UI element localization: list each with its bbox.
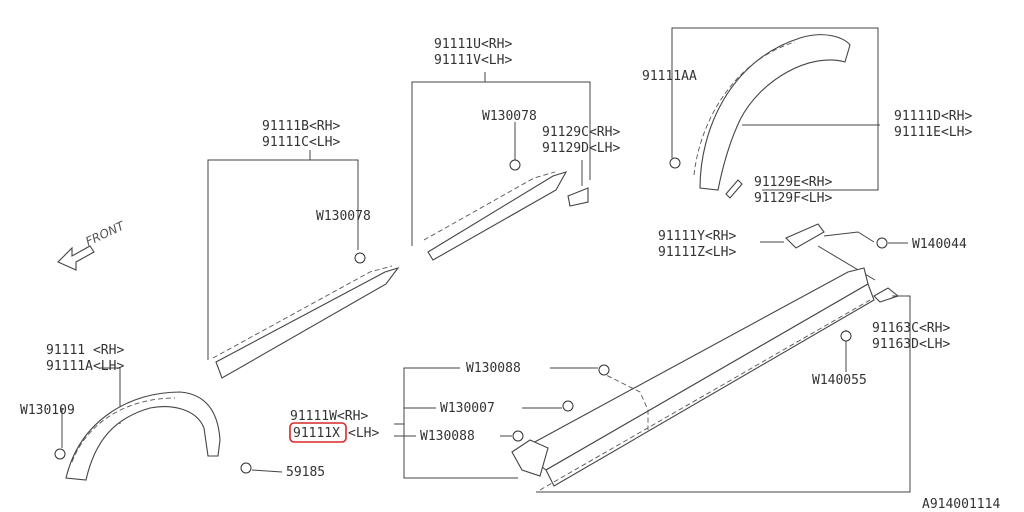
highlight-91111X: [289, 422, 347, 443]
part-front-arch-molding: [65, 391, 221, 481]
label-91111C: 91111C<LH>: [262, 135, 340, 150]
label-w130109: W130109: [20, 403, 75, 418]
leader-bracket-91111W-bottom: [403, 430, 518, 479]
part-91163C: [873, 287, 900, 303]
group-91111U: [411, 72, 591, 261]
label-91111D: 91111D<RH>: [894, 109, 972, 124]
group-91111D: [669, 27, 880, 199]
diagram-id: A914001114: [922, 497, 1000, 512]
label-91129C: 91129C<RH>: [542, 125, 620, 140]
label-91111X-side: <LH>: [348, 426, 379, 441]
group-91111W: [289, 364, 610, 479]
label-front: FRONT: [83, 218, 128, 249]
label-w130078-mid: W130078: [316, 209, 371, 224]
part-91129C-end-cap: [567, 187, 589, 207]
label-91111X: 91111X: [293, 426, 340, 441]
clip-91111AA-icon: [669, 157, 681, 169]
label-91129E: 91129E<RH>: [754, 175, 832, 190]
label-w130078-top: W130078: [482, 109, 537, 124]
label-91111: 91111 <RH>: [46, 343, 124, 358]
label-91129D: 91129D<LH>: [542, 141, 620, 156]
label-91163C: 91163C<RH>: [872, 321, 950, 336]
clip-w130078-top-icon: [509, 159, 521, 171]
clip-w140055-icon: [840, 330, 852, 342]
label-91111W: 91111W<RH>: [290, 409, 368, 424]
hidden-edge: [212, 265, 393, 359]
clip-w130088-top-icon: [598, 364, 610, 376]
label-91111U: 91111U<RH>: [434, 37, 512, 52]
leader-91111: [100, 367, 121, 424]
leader-bracket-91111D: [671, 27, 879, 191]
label-91111B: 91111B<RH>: [262, 119, 340, 134]
hidden-edge: [71, 397, 176, 463]
label-w130007: W130007: [440, 401, 495, 416]
label-91111A: 91111A<LH>: [46, 359, 124, 374]
group-91111: [54, 367, 283, 481]
clip-w130109-icon: [54, 448, 66, 460]
label-91111Z: 91111Z<LH>: [658, 245, 736, 260]
label-91163D: 91163D<LH>: [872, 337, 950, 352]
label-91111AA: 91111AA: [642, 69, 697, 84]
leader-bracket-91163C: [536, 295, 911, 493]
leader-bracket-91111B: [207, 150, 311, 360]
group-91111B: [207, 150, 400, 379]
label-91111V: 91111V<LH>: [434, 53, 512, 68]
part-sill-end: [511, 439, 549, 477]
front-arrow-icon: [57, 245, 95, 271]
part-91111Y-bracket: [785, 223, 825, 249]
clip-w130088-low-icon: [512, 430, 524, 442]
group-91111Y: [511, 223, 911, 493]
clip-59185-icon: [240, 462, 252, 474]
label-59185: 59185: [286, 465, 325, 480]
clip-w130078-mid-icon: [354, 252, 366, 264]
clip-w140044-icon: [876, 237, 888, 249]
leader-w130078-mid: [310, 159, 359, 250]
part-side-sill-lower: [545, 283, 875, 487]
part-rear-arch-molding: [699, 34, 851, 191]
leader-59185: [251, 469, 283, 473]
leader-w140044-a: [823, 231, 875, 243]
label-91129F: 91129F<LH>: [754, 191, 832, 206]
label-91111E: 91111E<LH>: [894, 125, 972, 140]
part-front-door-molding: [427, 171, 568, 261]
leader-bracket-91111U: [411, 81, 591, 246]
label-w130088-low: W130088: [420, 429, 475, 444]
hidden-edge: [693, 41, 796, 176]
label-w140055: W140055: [812, 373, 867, 388]
leader-bracket-91111W-top: [403, 367, 460, 430]
hidden-edge: [423, 171, 556, 241]
clip-w130007-icon: [562, 400, 574, 412]
part-rear-door-molding: [215, 266, 400, 379]
front-arrow: [57, 245, 95, 271]
part-side-sill-molding: [518, 267, 869, 471]
hidden-edge-sill-inner: [599, 371, 649, 430]
label-w130088-top: W130088: [466, 361, 521, 376]
label-w140044: W140044: [912, 237, 967, 252]
label-91111Y: 91111Y<RH>: [658, 229, 736, 244]
part-91129E: [725, 179, 743, 199]
